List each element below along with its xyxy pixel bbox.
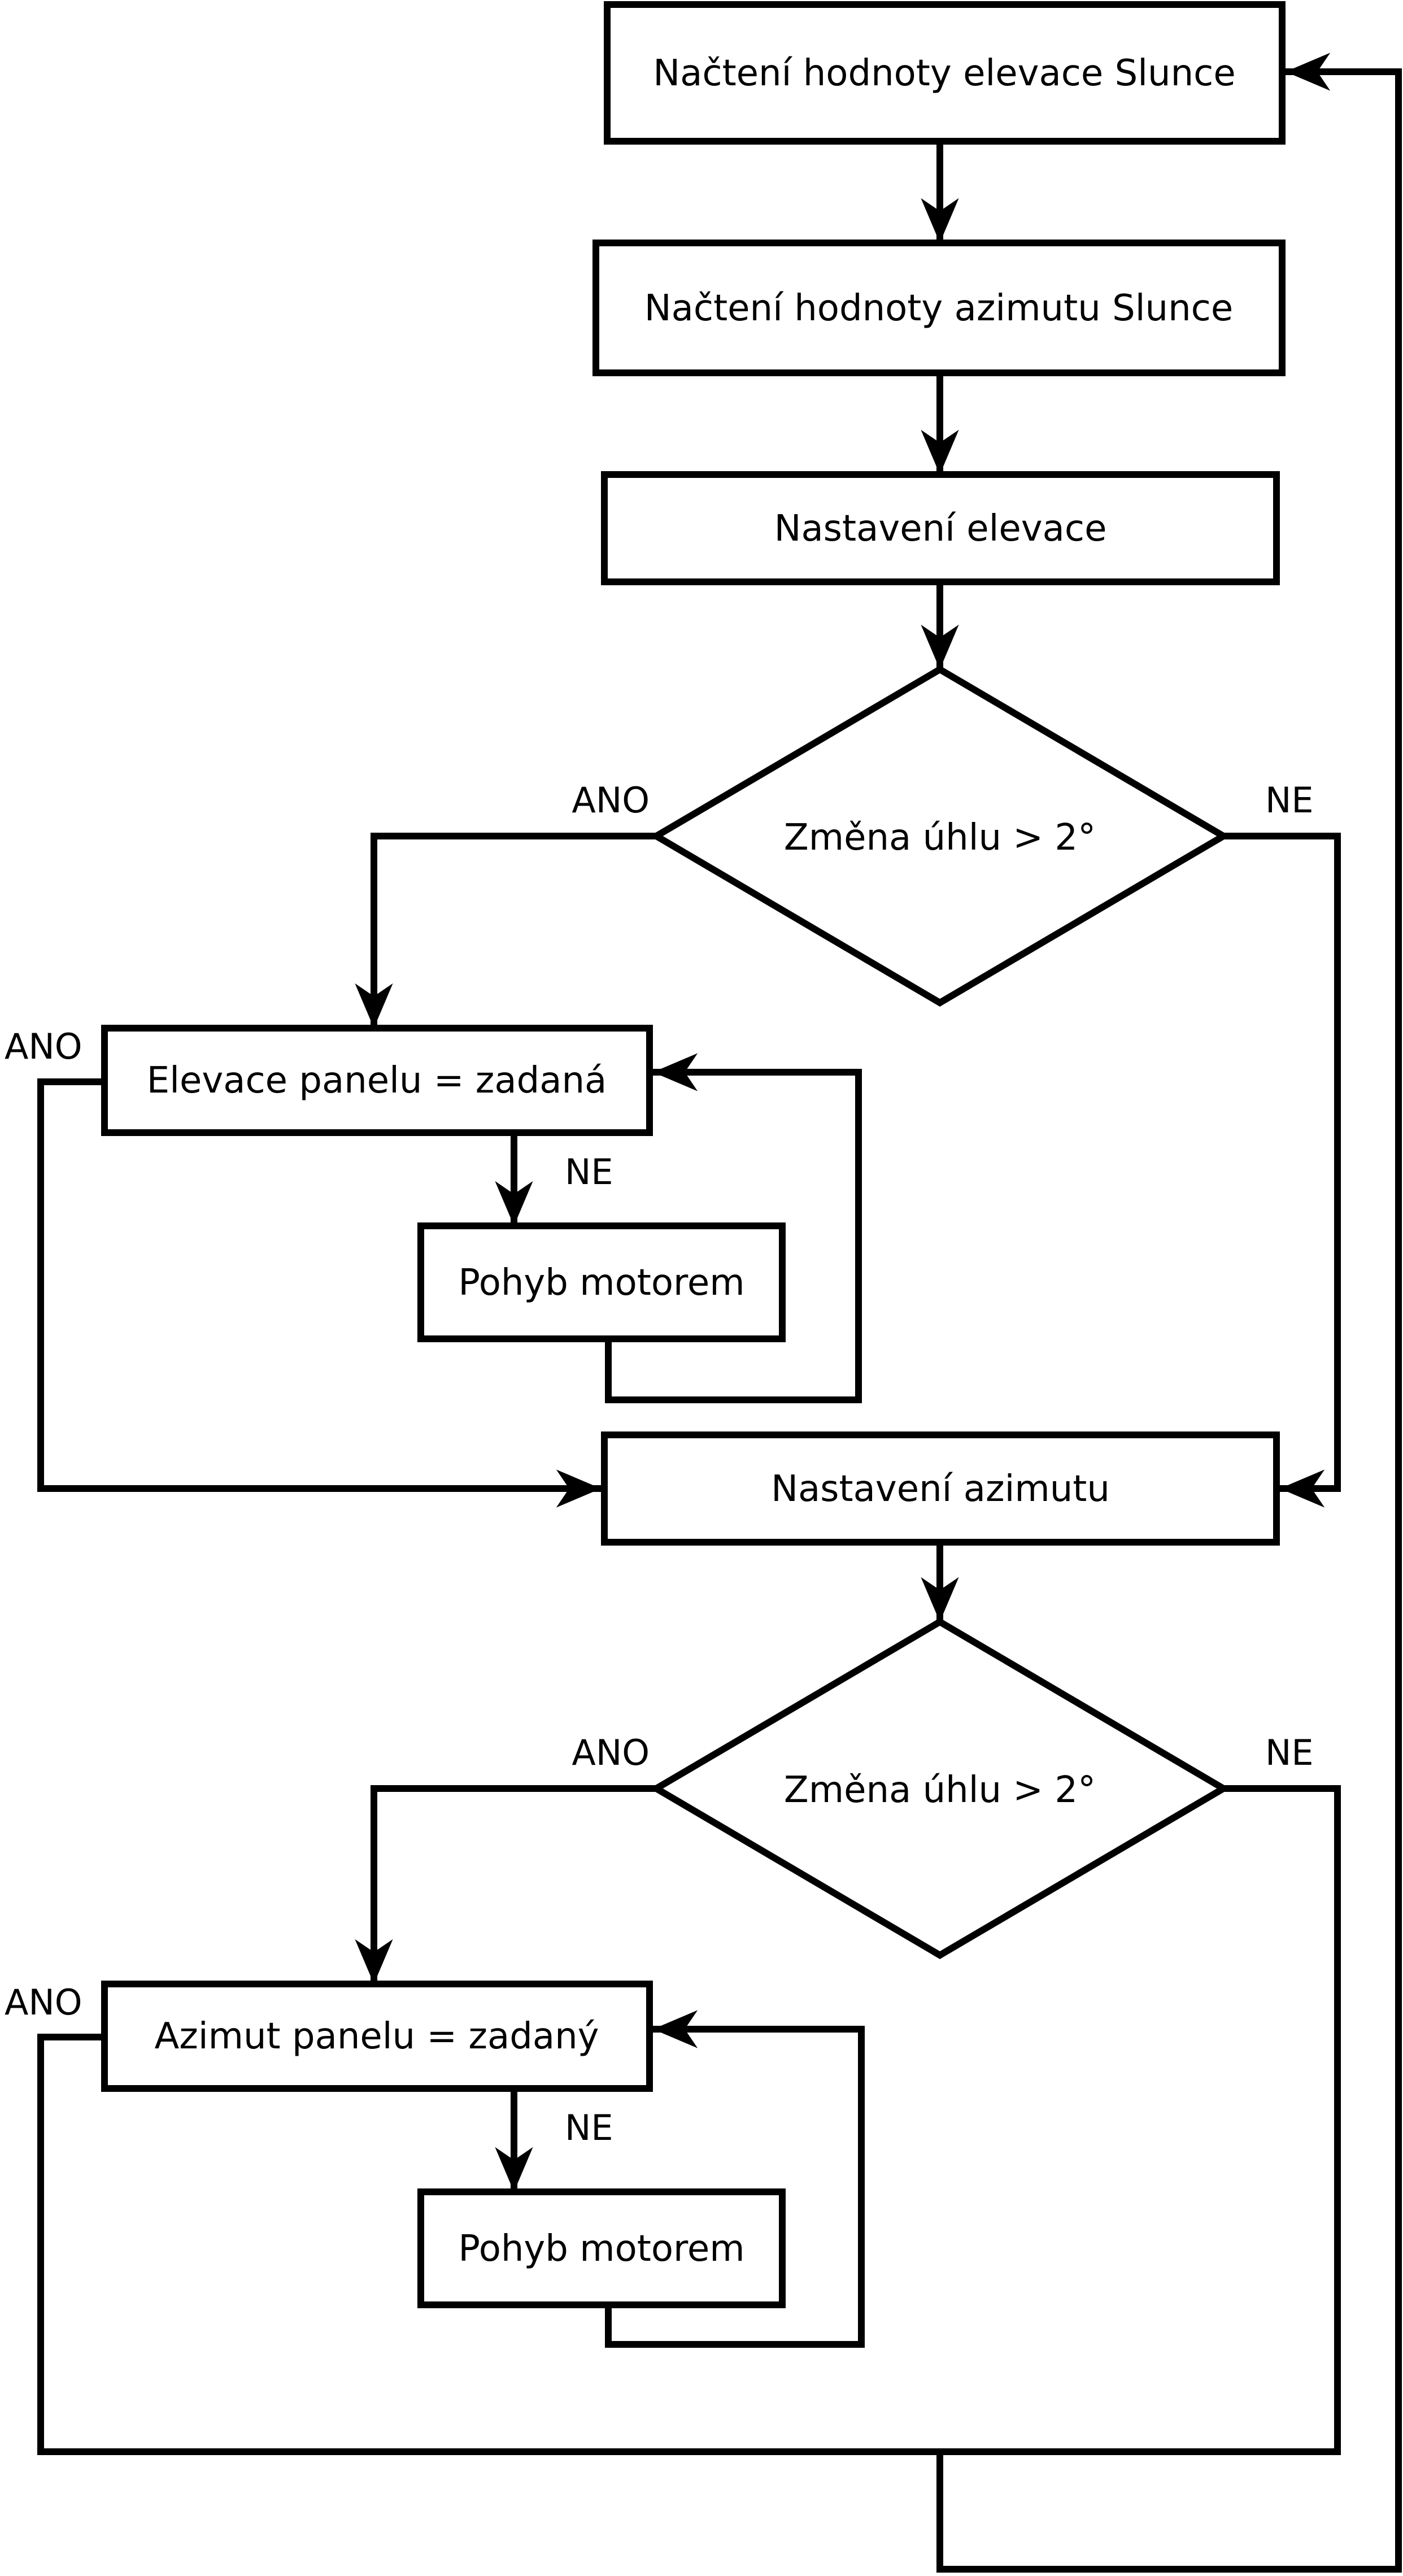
label-decision1-no: NE xyxy=(1265,780,1314,821)
label-panel-elevation-yes: ANO xyxy=(5,1026,82,1067)
flowchart-edges xyxy=(37,53,1402,2573)
edge-main-loop-return xyxy=(936,53,1402,2573)
node-elevation-angle-decision xyxy=(650,665,1230,1007)
label-decision1-yes: ANO xyxy=(572,780,650,821)
node-elevation-motor-move xyxy=(417,1222,786,1342)
node-panel-elevation-equals xyxy=(101,1025,653,1136)
flowchart-edge-labels: ANO NE ANO NE ANO NE ANO NE xyxy=(5,780,1314,2148)
label-azimuth-motor-move: Pohyb motorem xyxy=(458,2228,744,2270)
label-panel-elevation-equals: Elevace panelu = zadaná xyxy=(147,1060,607,1102)
flowchart-node-labels: Načtení hodnoty elevace Slunce Načtení h… xyxy=(147,53,1236,2270)
label-elevation-motor-move: Pohyb motorem xyxy=(458,1262,744,1304)
edge-panel-azimuth-yes xyxy=(37,2034,1341,2455)
label-panel-azimuth-yes: ANO xyxy=(5,1982,82,2023)
label-elevation-angle-decision: Změna úhlu > 2° xyxy=(784,817,1096,859)
label-decision2-yes: ANO xyxy=(572,1732,650,1773)
label-panel-azimuth-no: NE xyxy=(565,2107,613,2148)
node-set-azimuth xyxy=(601,1431,1280,1546)
edge-decision1-no xyxy=(1223,833,1341,1508)
label-set-azimuth: Nastavení azimutu xyxy=(771,1468,1110,1510)
label-read-sun-azimuth: Načtení hodnoty azimutu Slunce xyxy=(644,288,1233,329)
node-panel-azimuth-equals xyxy=(101,1981,653,2092)
node-read-sun-azimuth xyxy=(592,240,1286,376)
edge-decision1-yes xyxy=(355,833,656,1028)
label-panel-elevation-no: NE xyxy=(565,1151,613,1193)
label-panel-azimuth-equals: Azimut panelu = zadaný xyxy=(154,2016,599,2057)
node-azimuth-angle-decision xyxy=(650,1618,1230,1959)
label-decision2-no: NE xyxy=(1265,1732,1314,1773)
label-azimuth-angle-decision: Změna úhlu > 2° xyxy=(784,1769,1096,1811)
edge-motor1-loop-back xyxy=(605,1053,862,1403)
label-read-sun-elevation: Načtení hodnoty elevace Slunce xyxy=(653,53,1235,94)
edge-motor2-loop-back xyxy=(605,2010,865,2348)
edge-panel-elevation-yes xyxy=(37,1078,601,1508)
flowchart-nodes xyxy=(101,1,1286,2308)
node-azimuth-motor-move xyxy=(417,2188,786,2308)
edge-decision2-yes xyxy=(355,1785,656,1984)
edge-decision2-no xyxy=(1223,1785,1341,2455)
node-read-sun-elevation xyxy=(604,1,1286,145)
label-set-elevation: Nastavení elevace xyxy=(774,508,1107,550)
